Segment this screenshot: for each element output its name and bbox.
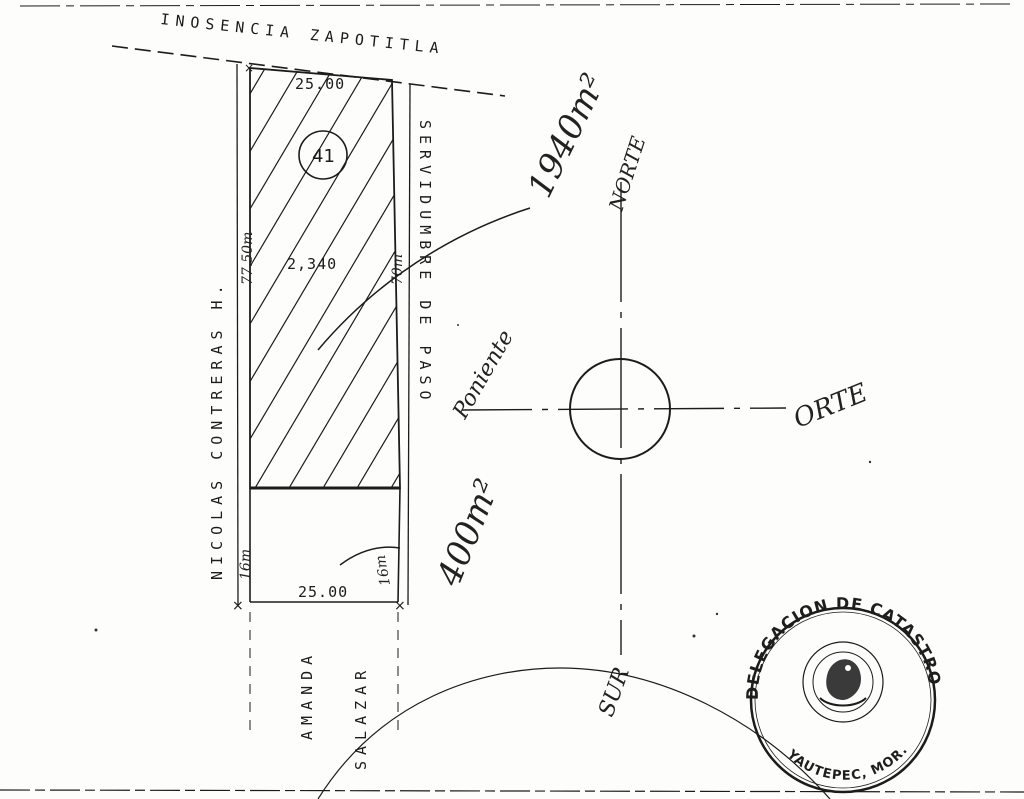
lot-top-width: 25.00 — [295, 75, 345, 93]
hatch-line — [758, 60, 1018, 500]
north-street-label: INOSENCIA ZAPOTITLA — [160, 10, 446, 58]
svg-text:×: × — [232, 598, 244, 614]
right-lower-length: 16m — [373, 554, 394, 587]
hatch-line — [281, 68, 400, 488]
compass: NORTE Poniente ORTE SUR — [448, 133, 872, 720]
hatch-line — [894, 60, 1024, 500]
hatch-line — [250, 68, 373, 488]
hatch-line — [250, 68, 271, 488]
area-lower-text: 400m² — [429, 474, 508, 593]
compass-east: ORTE — [789, 378, 871, 435]
hatch-line — [250, 68, 400, 488]
bottom-arc — [317, 667, 831, 799]
scan-specks — [94, 261, 872, 638]
page-border-marks — [0, 3, 1024, 793]
hatch-line — [690, 60, 950, 500]
hatch-line — [315, 68, 400, 488]
compass-circle — [569, 358, 671, 460]
area-lower-annotation: 400m² — [339, 474, 508, 593]
left-upper-length: 77.50m — [240, 232, 256, 285]
right-upper-length: 70m — [390, 254, 406, 285]
hatch-line — [250, 68, 400, 488]
measurement-lines: × × × — [232, 61, 411, 738]
hatch-line — [250, 68, 400, 488]
south-neighbor-label-1: AMANDA — [298, 650, 316, 740]
parcel-upper — [0, 60, 1024, 500]
left-lower-length: 16m — [238, 549, 254, 580]
svg-text:×: × — [244, 61, 254, 75]
south-neighbor-label-2: SALAZAR — [352, 665, 370, 770]
street-line — [111, 45, 506, 97]
hatch-line — [588, 60, 848, 500]
hatch-line — [826, 60, 1024, 500]
area-upper-annotation: 1940m² — [317, 67, 614, 351]
hatch-line — [656, 60, 916, 500]
svg-text:×: × — [394, 598, 406, 614]
hatch-line — [724, 60, 984, 500]
cadastre-stamp: DELEGACION DE CATASTRO YAUTEPEC, MOR. — [743, 594, 944, 794]
area-upper-text: 1940m² — [520, 67, 614, 204]
west-neighbor-label: NICOLAS CONTRERAS H. — [208, 279, 226, 580]
hatch-line — [486, 60, 746, 500]
hatch-line — [0, 60, 168, 500]
hatch-line — [418, 60, 678, 500]
compass-north: NORTE — [604, 133, 651, 215]
lot-number-marker: 41 — [298, 130, 348, 180]
hatch-line — [0, 60, 236, 500]
mexican-seal-icon — [802, 641, 884, 723]
hatch-line — [250, 68, 305, 488]
hatch-pattern — [0, 60, 1024, 500]
hatch-line — [349, 68, 400, 488]
hatch-line — [622, 60, 882, 500]
parcel-lower — [249, 487, 401, 603]
lot-area: 2,340 — [287, 255, 337, 273]
east-easement-label: SERVIDUMBRE DE PASO — [416, 120, 434, 406]
hatch-line — [250, 68, 339, 488]
lot-bottom-width: 25.00 — [298, 583, 348, 601]
hatch-line — [0, 60, 202, 500]
hatch-line — [860, 60, 1024, 500]
lot-number: 41 — [312, 146, 335, 167]
hatch-line — [792, 60, 1024, 500]
